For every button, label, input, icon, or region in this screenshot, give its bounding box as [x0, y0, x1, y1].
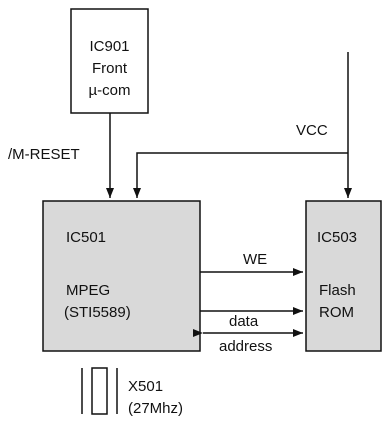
ic901-box: [70, 8, 149, 114]
crystal-symbol: [81, 367, 118, 415]
crystal-freq-label: (27Mhz): [128, 400, 184, 417]
ic901-ref-label: IC901: [89, 38, 130, 55]
ic503-box: [305, 200, 382, 352]
data-label: data: [229, 313, 259, 330]
reset-label: /M-RESET: [8, 146, 80, 163]
vcc-label: VCC: [296, 122, 328, 139]
crystal-ref-label: X501: [128, 378, 164, 395]
vcc-branch-line: [133, 152, 348, 198]
ic503-name-label: Flash: [319, 282, 356, 299]
ic901-name-label: Front: [91, 60, 127, 77]
ic501-name-label: MPEG: [66, 282, 111, 299]
ic501-part-label: (STI5589): [64, 304, 131, 321]
ic503-ref-label: IC503: [317, 229, 358, 246]
ic501-ref-label: IC501: [66, 229, 107, 246]
we-label: WE: [243, 251, 268, 268]
ic501-box: [42, 200, 201, 352]
ic503-type-label: ROM: [319, 304, 354, 321]
address-label: address: [219, 338, 273, 355]
ic901-type-label: µ-com: [88, 82, 131, 99]
